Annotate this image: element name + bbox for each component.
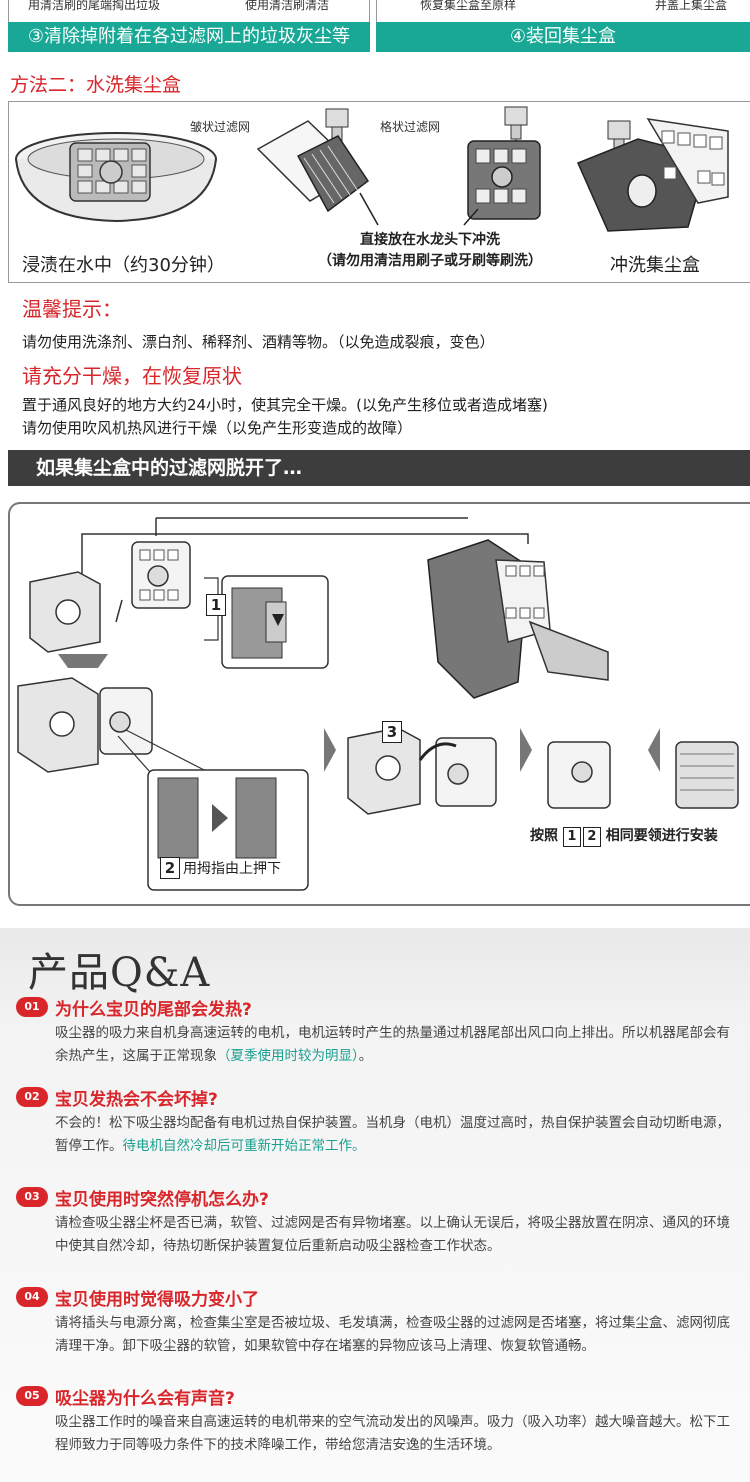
caption-rinse: 冲洗集尘盒 xyxy=(610,255,700,276)
qa-question-5: 吸尘器为什么会有声音? xyxy=(55,1389,235,1409)
filter-diagram xyxy=(17,517,739,891)
wash-illustrations xyxy=(15,106,729,232)
label-grid-filter: 格状过滤网 xyxy=(380,120,441,134)
tips-line-1: 请勿使用洗涤剂、漂白剂、稀释剂、酒精等物。（以免造成裂痕，变色） xyxy=(22,333,495,351)
label-pleated-filter: 皱状过滤网 xyxy=(190,120,251,134)
step-1-marker: 1 xyxy=(206,594,226,616)
caption-close-box: 并盖上集尘盒 xyxy=(655,0,728,12)
dustbox-open-illustration xyxy=(29,541,191,653)
qa-answer-1: 吸尘器的吸力来自机身高速运转的电机，电机运转时产生的热量通过机器尾部出风口向上排… xyxy=(55,1025,730,1064)
tips-line-2: 置于通风良好的地方大约24小时，使其完全干燥。(以免产生移位或者造成堵塞) xyxy=(22,396,548,414)
caption-restore-box: 恢复集尘盒至原样 xyxy=(420,0,517,12)
step4-bar: ④装回集尘盒 xyxy=(376,22,750,52)
top-frame-right xyxy=(376,0,750,22)
arrow-down xyxy=(58,654,108,668)
caption-soak: 浸渍在水中（约30分钟） xyxy=(22,255,225,276)
wash-illustration-box xyxy=(8,101,750,283)
pointer-line-right xyxy=(463,208,479,226)
filter-installed-illustration xyxy=(547,741,739,809)
vacuum-dustbox-illustration xyxy=(427,539,609,699)
arrow-right-2 xyxy=(520,728,532,772)
filter-insert-illustration xyxy=(347,727,497,815)
qa-question-2: 宝贝发热会不会坏掉? xyxy=(55,1090,218,1110)
tips-line-3: 请勿使用吹风机热风进行干燥（以免产生形变造成的故障） xyxy=(22,419,413,437)
caption-tap: 直接放在水龙头下冲洗 xyxy=(360,232,500,248)
method2-title: 方法二：水洗集尘盒 xyxy=(10,74,182,96)
qa-badge-5: 05 xyxy=(16,1386,48,1406)
tips-heading: 温馨提示： xyxy=(22,297,122,321)
arrow-right-1 xyxy=(324,728,336,772)
qa-question-4: 宝贝使用时觉得吸力变小了 xyxy=(55,1290,259,1310)
caption-brush-clean: 使用清洁刷清洁 xyxy=(245,0,330,12)
top-frame-left xyxy=(8,0,370,22)
qa-answer-4: 请将插头与电源分离，检查集尘室是否被垃圾、毛发填满，检查吸尘器的过滤网是否堵塞，… xyxy=(55,1315,730,1354)
qa-answer-3: 请检查吸尘器尘杯是否已满，软管、过滤网是否有异物堵塞。以上确认无误后，将吸尘器放… xyxy=(55,1215,730,1254)
pointer-line-left xyxy=(359,192,379,226)
filter-detach-banner: 如果集尘盒中的过滤网脱开了… xyxy=(8,450,750,486)
rinse-box-illustration xyxy=(577,118,729,232)
qa-question-1: 为什么宝贝的尾部会发热? xyxy=(55,1000,252,1020)
caption-brush: （请勿用清洁用刷子或牙刷等刷洗） xyxy=(318,253,542,269)
tips-heading-2: 请充分干燥，在恢复原状 xyxy=(22,364,242,388)
qa-answer-2: 不会的！松下吸尘器均配备有电机过热自保护装置。当机身（电机）温度过高时，热自保护… xyxy=(55,1115,730,1154)
basin-illustration xyxy=(15,132,217,223)
qa-answer-5: 吸尘器工作时的噪音来自高速运转的电机带来的空气流动发出的风噪声。吸力（吸入功率）… xyxy=(55,1414,730,1453)
arrow-left xyxy=(648,728,660,772)
qa-badge-2: 02 xyxy=(16,1087,48,1107)
qa-badge-4: 04 xyxy=(16,1287,48,1307)
qa-badge-3: 03 xyxy=(16,1187,48,1207)
qa-question-3: 宝贝使用时突然停机怎么办? xyxy=(55,1190,269,1210)
pleated-filter-illustration xyxy=(256,108,370,213)
caption-brush-end: 用清洁刷的尾端掏出垃圾 xyxy=(28,0,161,12)
dustbox-filter-pair-illustration xyxy=(17,677,153,773)
qa-background xyxy=(0,928,750,1482)
grid-filter-illustration xyxy=(467,106,541,220)
step3-bar: ③清除掉附着在各过滤网上的垃圾灰尘等 xyxy=(8,22,370,52)
qa-badge-1: 01 xyxy=(16,997,48,1017)
step-3-marker: 3 xyxy=(382,721,402,743)
qa-title: 产品Q&A xyxy=(28,950,211,996)
